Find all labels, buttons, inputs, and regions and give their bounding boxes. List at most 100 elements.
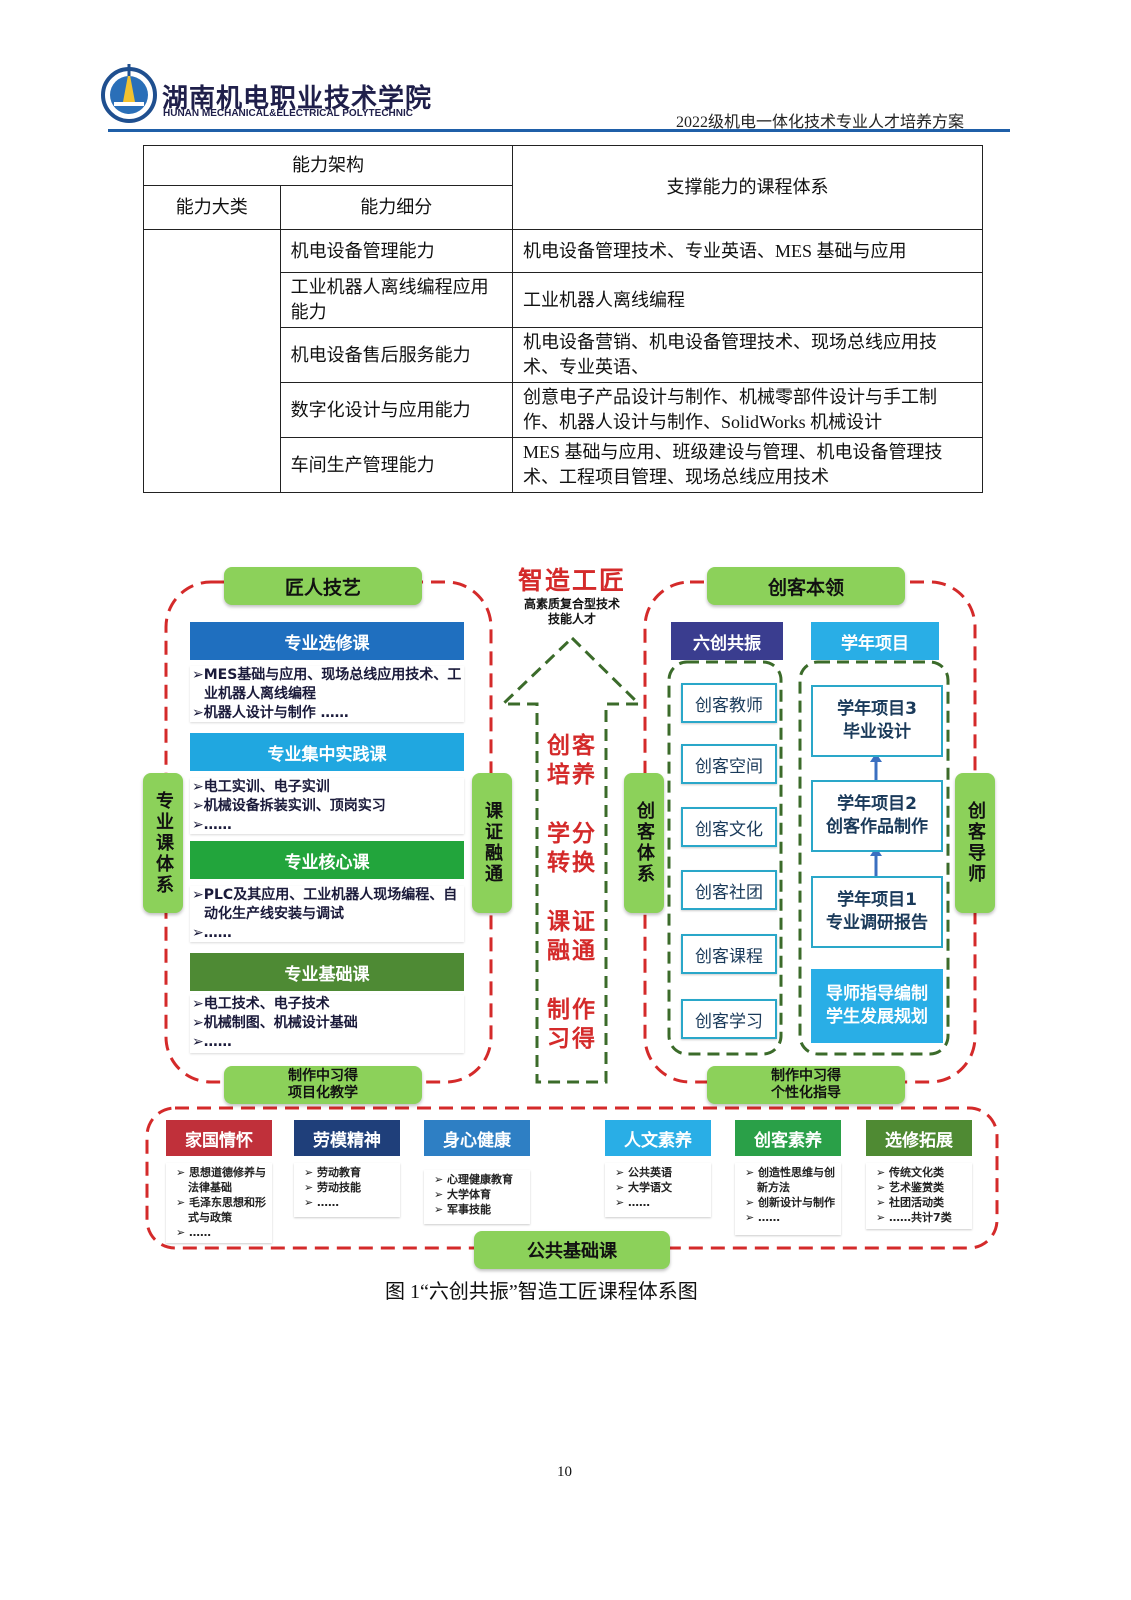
list-item: ➢机械设备拆装实训、顶岗实习 bbox=[192, 798, 386, 814]
public-head: 家国情怀 bbox=[166, 1120, 272, 1156]
center-subtitle-line-2: 技能人才 bbox=[547, 612, 596, 626]
public-head: 身心健康 bbox=[424, 1120, 530, 1156]
left-bottom-line-2: 项目化教学 bbox=[288, 1085, 358, 1101]
public-list: ➢ 思想道德修养与法律基础 ➢ 毛泽东思想和形式与政策 ➢ …… bbox=[166, 1163, 272, 1243]
list-item: ➢ 心理健康教育 bbox=[434, 1173, 514, 1186]
project-item-line: 创客作品制作 bbox=[826, 817, 928, 837]
page-number: 10 bbox=[557, 1464, 572, 1480]
list-item: ➢电工实训、电子实训 bbox=[192, 779, 330, 795]
project-item-line: 学年项目2 bbox=[837, 794, 917, 814]
project-head: 学年项目 bbox=[811, 622, 939, 660]
list-item: ➢ 劳动教育 bbox=[304, 1166, 362, 1179]
six-item: 创客空间 bbox=[681, 744, 777, 784]
ability-cell: 车间生产管理能力 bbox=[279, 437, 514, 493]
center-word-1: 创客培养 bbox=[547, 733, 597, 788]
list-item: ➢ 思想道德修养与法律基础 bbox=[176, 1166, 267, 1194]
course-bar-elective: 专业选修课 bbox=[190, 622, 464, 660]
school-logo bbox=[100, 62, 158, 124]
list-item: ➢电工技术、电子技术 bbox=[192, 996, 330, 1012]
center-word-3: 课证融通 bbox=[547, 909, 597, 964]
right-bottom-line-2: 个性化指导 bbox=[771, 1085, 841, 1101]
right-bottom-line-1: 制作中习得 bbox=[771, 1068, 841, 1084]
list-item: ➢ 艺术鉴赏类 bbox=[876, 1181, 945, 1194]
left-bottom-badge: 制作中习得 项目化教学 bbox=[224, 1066, 422, 1104]
project-item-1: 学年项目1 专业调研报告 bbox=[811, 876, 943, 948]
list-item: ➢ 创造性思维与创新方法 bbox=[745, 1166, 836, 1194]
school-name-cn: 湖南机电职业技术学院 bbox=[162, 84, 433, 114]
list-item: ➢PLC及其应用、工业机器人现场编程、自动化生产线安装与调试 bbox=[192, 887, 458, 922]
ability-cell: 机电设备售后服务能力 bbox=[279, 327, 514, 383]
list-item: ➢…… bbox=[192, 1034, 232, 1050]
center-title: 智造工匠 bbox=[517, 566, 626, 595]
course-cell: 创意电子产品设计与制作、机械零部件设计与手工制作、机器人设计与制作、SolidW… bbox=[512, 382, 983, 438]
project-item-line: 学年项目3 bbox=[837, 699, 917, 719]
list-item: ➢ 公共英语 bbox=[615, 1166, 673, 1179]
course-list-core: ➢PLC及其应用、工业机器人现场编程、自动化生产线安装与调试 ➢…… bbox=[190, 886, 464, 942]
list-item: ➢机器人设计与制作 …… bbox=[192, 705, 349, 721]
project-item-line: 专业调研报告 bbox=[826, 913, 928, 933]
list-item: ➢ …… bbox=[176, 1226, 212, 1239]
public-list: ➢ 心理健康教育 ➢ 大学体育 ➢ 军事技能 bbox=[424, 1170, 530, 1224]
center-word-2: 学分转换 bbox=[547, 821, 597, 876]
center-subtitle-line-1: 高素质复合型技术 bbox=[523, 597, 620, 611]
list-item: ➢…… bbox=[192, 817, 232, 833]
project-item-2: 学年项目2 创客作品制作 bbox=[811, 780, 943, 852]
center-subtitle: 高素质复合型技术 技能人才 bbox=[503, 597, 641, 627]
head-capability-structure: 能力架构 bbox=[142, 145, 514, 186]
list-item: ➢MES基础与应用、现场总线应用技术、工业机器人离线编程 bbox=[192, 667, 462, 702]
right-side-label-2: 创客导师 bbox=[955, 773, 995, 913]
major-category-cell bbox=[143, 229, 281, 493]
list-item: ➢ ……共计7类 bbox=[876, 1211, 952, 1224]
six-head: 六创共振 bbox=[671, 622, 783, 660]
course-cell: 工业机器人离线编程 bbox=[512, 272, 983, 328]
left-side-label-2: 课证融通 bbox=[472, 773, 512, 913]
six-item: 创客教师 bbox=[681, 683, 777, 723]
public-head: 人文素养 bbox=[605, 1120, 711, 1156]
course-bar-core: 专业核心课 bbox=[190, 841, 464, 879]
list-item: ➢ …… bbox=[745, 1211, 781, 1224]
list-item: ➢ …… bbox=[615, 1196, 651, 1209]
head-major-category: 能力大类 bbox=[143, 185, 281, 230]
center-word-4: 制作习得 bbox=[547, 997, 597, 1052]
right-bottom-badge: 制作中习得 个性化指导 bbox=[707, 1066, 905, 1104]
six-item: 创客社团 bbox=[681, 870, 777, 910]
public-courses-badge: 公共基础课 bbox=[474, 1231, 670, 1269]
right-side-label: 创客体系 bbox=[624, 773, 664, 913]
mentor-guidance-line-1: 导师指导编制 bbox=[826, 984, 928, 1004]
list-item: ➢ 大学语文 bbox=[615, 1181, 673, 1194]
public-head: 创客素养 bbox=[735, 1120, 841, 1156]
mentor-guidance-box: 导师指导编制 学生发展规划 bbox=[811, 969, 943, 1043]
document-title: 2022级机电一体化技术专业人才培养方案 bbox=[676, 114, 965, 131]
list-item: ➢ 劳动技能 bbox=[304, 1181, 362, 1194]
ability-cell: 数字化设计与应用能力 bbox=[279, 382, 514, 438]
six-item: 创客文化 bbox=[681, 807, 777, 847]
list-item: ➢ 毛泽东思想和形式与政策 bbox=[176, 1196, 267, 1224]
public-head: 选修拓展 bbox=[866, 1120, 972, 1156]
mentor-guidance-line-2: 学生发展规划 bbox=[826, 1007, 928, 1027]
head-sub-category: 能力细分 bbox=[279, 185, 514, 230]
course-list-elective: ➢MES基础与应用、现场总线应用技术、工业机器人离线编程 ➢机器人设计与制作 …… bbox=[190, 666, 464, 722]
course-list-foundation: ➢电工技术、电子技术 ➢机械制图、机械设计基础 ➢…… bbox=[190, 995, 464, 1053]
figure-caption: 图 1“六创共振”智造工匠课程体系图 bbox=[385, 1281, 698, 1303]
list-item: ➢ …… bbox=[304, 1196, 340, 1209]
left-bottom-line-1: 制作中习得 bbox=[288, 1068, 358, 1084]
six-item: 创客学习 bbox=[681, 999, 777, 1039]
public-list: ➢ 公共英语 ➢ 大学语文 ➢ …… bbox=[605, 1163, 711, 1217]
left-title-badge: 匠人技艺 bbox=[224, 567, 422, 605]
course-cell: MES 基础与应用、班级建设与管理、机电设备管理技术、工程项目管理、现场总线应用… bbox=[512, 437, 983, 493]
project-item-line: 毕业设计 bbox=[843, 722, 911, 742]
course-cell: 机电设备管理技术、专业英语、MES 基础与应用 bbox=[512, 229, 983, 273]
list-item: ➢机械制图、机械设计基础 bbox=[192, 1015, 358, 1031]
course-list-practice: ➢电工实训、电子实训 ➢机械设备拆装实训、顶岗实习 ➢…… bbox=[190, 778, 464, 834]
left-side-label: 专业课体系 bbox=[143, 773, 183, 913]
list-item: ➢ 创新设计与制作 bbox=[745, 1196, 836, 1209]
project-item-3: 学年项目3 毕业设计 bbox=[811, 685, 943, 757]
course-bar-practice: 专业集中实践课 bbox=[190, 733, 464, 771]
list-item: ➢ 社团活动类 bbox=[876, 1196, 945, 1209]
course-cell: 机电设备营销、机电设备管理技术、现场总线应用技术、专业英语、 bbox=[512, 327, 983, 383]
ability-cell: 机电设备管理能力 bbox=[279, 229, 514, 273]
ability-cell: 工业机器人离线编程应用能力 bbox=[279, 272, 514, 328]
right-title-badge: 创客本领 bbox=[707, 567, 905, 605]
public-head: 劳模精神 bbox=[294, 1120, 400, 1156]
project-item-line: 学年项目1 bbox=[837, 890, 917, 910]
